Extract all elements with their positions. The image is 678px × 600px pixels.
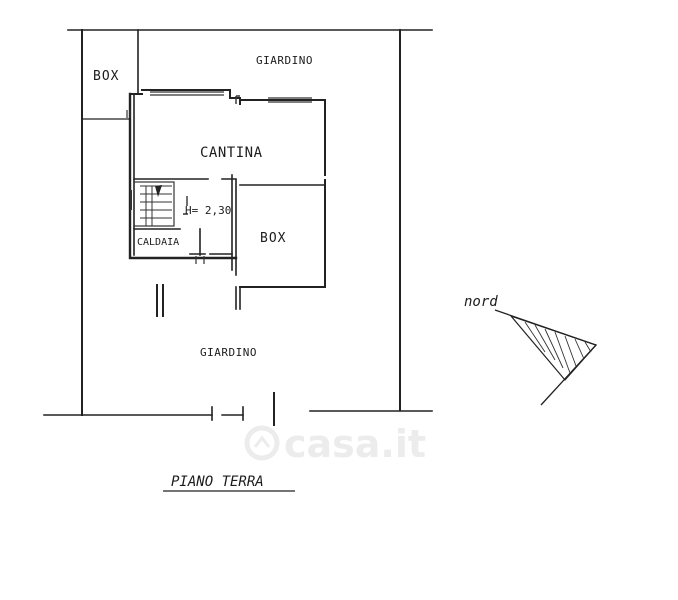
north-label: nord bbox=[464, 294, 498, 310]
height-label: H= 2,30 bbox=[185, 204, 231, 217]
staircase bbox=[130, 181, 175, 227]
box-main-label: BOX bbox=[260, 231, 286, 246]
caldaia-label: CALDAIA bbox=[137, 237, 179, 248]
casa-logo-icon bbox=[244, 425, 280, 461]
box-top-label: BOX bbox=[93, 69, 119, 84]
watermark: casa.it bbox=[244, 422, 426, 466]
giardino-bottom-label: GIARDINO bbox=[200, 346, 257, 359]
lot-boundary bbox=[43, 29, 433, 426]
north-arrow-icon bbox=[494, 309, 598, 406]
watermark-brand: casa.it bbox=[284, 422, 426, 466]
cantina-label: CANTINA bbox=[200, 145, 263, 161]
floor-title: PIANO TERRA bbox=[171, 474, 264, 490]
giardino-top-label: GIARDINO bbox=[256, 54, 313, 67]
building-walls bbox=[128, 89, 326, 310]
windows bbox=[126, 91, 312, 264]
